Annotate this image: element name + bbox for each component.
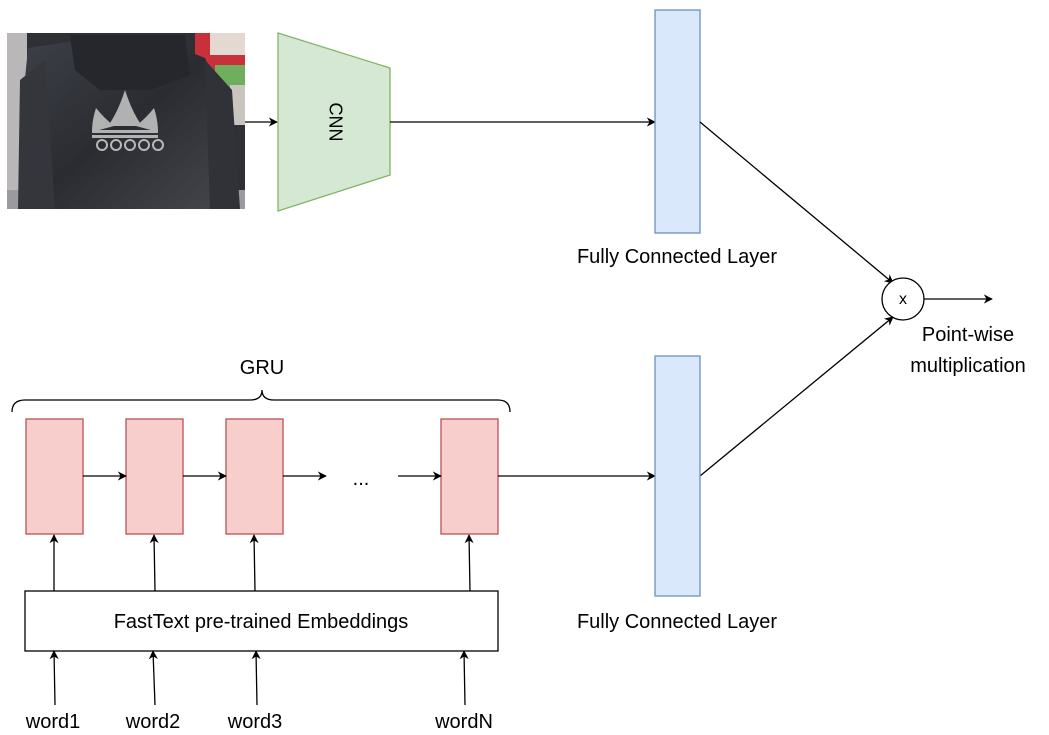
word-label-3: word3 xyxy=(227,711,282,733)
gru-cell-n xyxy=(440,418,499,535)
edge-fc-top-to-multiply xyxy=(699,121,894,284)
embeddings-label: FastText pre-trained Embeddings xyxy=(114,611,409,633)
fc-layer-bottom-label: Fully Connected Layer xyxy=(577,611,777,633)
edge-emb-to-gru-3 xyxy=(249,534,259,592)
gru-cell-3 xyxy=(225,418,284,535)
fc-layer-top xyxy=(654,9,701,234)
gru-cell-1 xyxy=(25,418,84,535)
fc-layer-bottom xyxy=(654,355,701,597)
multiply-operator: x xyxy=(899,291,907,308)
edge-emb-to-gru-n xyxy=(464,534,474,592)
fc-layer-top-label: Fully Connected Layer xyxy=(577,246,777,268)
gru-brace xyxy=(11,389,511,413)
word-label-1: word1 xyxy=(25,711,80,733)
edge-wordN-to-emb xyxy=(459,650,469,706)
gru-cell-2 xyxy=(125,418,184,535)
edge-emb-to-gru-2 xyxy=(149,534,159,592)
word-label-n: wordN xyxy=(434,711,493,733)
edge-word2-to-emb xyxy=(148,650,158,706)
gru-label: GRU xyxy=(240,357,284,379)
gru-ellipsis: ... xyxy=(353,468,370,490)
edge-word1-to-emb xyxy=(49,650,59,706)
embeddings-box: FastText pre-trained Embeddings xyxy=(24,590,499,652)
cnn-label: CNN xyxy=(325,103,345,142)
pointwise-label-line1: Point-wise xyxy=(922,324,1014,346)
edge-word3-to-emb xyxy=(251,650,261,706)
pointwise-label-line2: multiplication xyxy=(910,355,1026,377)
edge-fc-bottom-to-multiply xyxy=(699,316,894,477)
hoodie-photo xyxy=(7,33,245,209)
cnn-block: CNN xyxy=(277,32,391,212)
word-label-2: word2 xyxy=(125,711,180,733)
multiply-node: x xyxy=(881,277,925,321)
